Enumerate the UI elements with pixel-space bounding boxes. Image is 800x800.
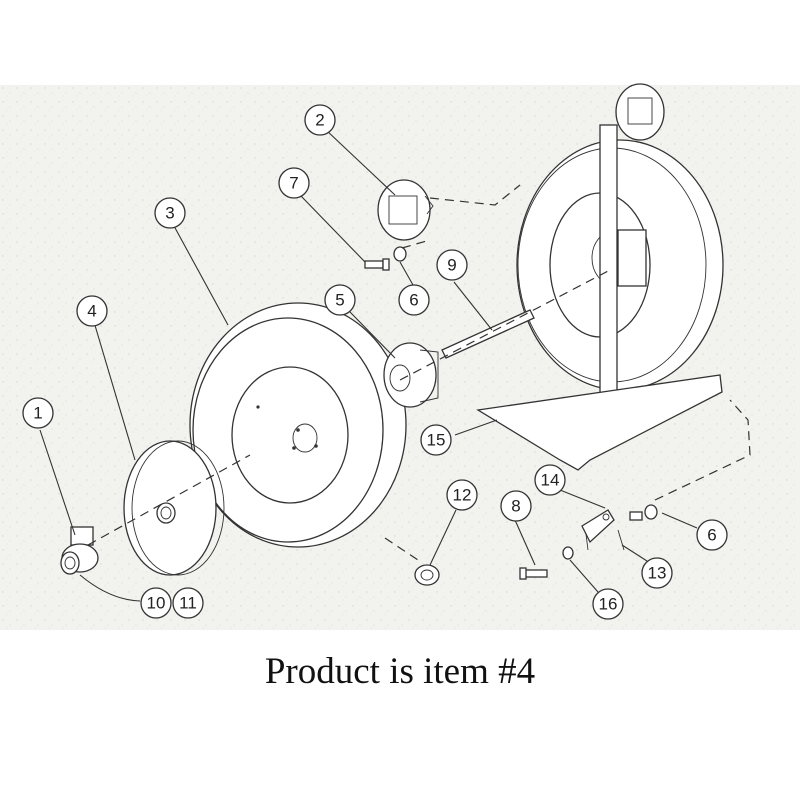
svg-text:13: 13 <box>648 564 667 583</box>
ring-12 <box>414 564 440 586</box>
svg-text:16: 16 <box>599 595 618 614</box>
bolt-7 <box>364 258 390 271</box>
callout-5: 5 <box>324 284 356 316</box>
svg-text:6: 6 <box>707 526 716 545</box>
callout-1: 1 <box>22 397 54 429</box>
assembled-reel <box>516 83 724 406</box>
callout-4: 4 <box>76 295 108 327</box>
crank-plate <box>377 179 434 241</box>
callout-7: 7 <box>278 167 310 199</box>
svg-text:11: 11 <box>179 594 197 613</box>
svg-text:1: 1 <box>33 404 42 423</box>
leader-lines <box>39 129 698 602</box>
svg-text:3: 3 <box>165 204 174 223</box>
svg-text:8: 8 <box>511 497 520 516</box>
callout-11: 11 <box>172 587 204 619</box>
nut-6-top <box>393 246 407 262</box>
svg-text:5: 5 <box>335 291 344 310</box>
callout-16: 16 <box>592 588 624 620</box>
nut-6-bottom <box>629 504 658 521</box>
swivel-fitting <box>60 526 99 575</box>
bolt-8 <box>519 567 548 580</box>
spring-13 <box>617 529 625 551</box>
svg-text:9: 9 <box>447 256 456 275</box>
callout-6-top: 6 <box>398 284 430 316</box>
svg-text:4: 4 <box>87 302 96 321</box>
hub <box>383 342 439 408</box>
svg-text:7: 7 <box>289 174 298 193</box>
washer-16 <box>562 546 574 560</box>
reel-drum <box>189 302 407 548</box>
callout-6-bottom: 6 <box>696 519 728 551</box>
svg-text:12: 12 <box>453 486 472 505</box>
callout-8: 8 <box>500 490 532 522</box>
top-crank-plate <box>615 83 665 141</box>
svg-text:14: 14 <box>541 471 560 490</box>
callout-13: 13 <box>641 557 673 589</box>
callout-2: 2 <box>304 104 336 136</box>
callout-14: 14 <box>534 464 566 496</box>
svg-text:6: 6 <box>409 291 418 310</box>
assembly-lines <box>87 184 751 561</box>
callout-15: 15 <box>420 424 452 456</box>
lock-plate-14 <box>581 509 615 551</box>
side-disc <box>123 440 225 576</box>
callout-9: 9 <box>436 249 468 281</box>
callout-10: 10 <box>140 587 172 619</box>
exploded-parts-diagram: 1 2 3 4 5 6 6 7 8 9 10 11 12 13 14 15 16 <box>0 83 800 630</box>
base-plate <box>476 374 723 471</box>
svg-text:15: 15 <box>427 431 446 450</box>
callout-3: 3 <box>154 197 186 229</box>
caption: Product is item #4 <box>264 651 536 692</box>
svg-text:2: 2 <box>315 111 324 130</box>
callout-12: 12 <box>446 479 478 511</box>
svg-text:10: 10 <box>147 594 166 613</box>
